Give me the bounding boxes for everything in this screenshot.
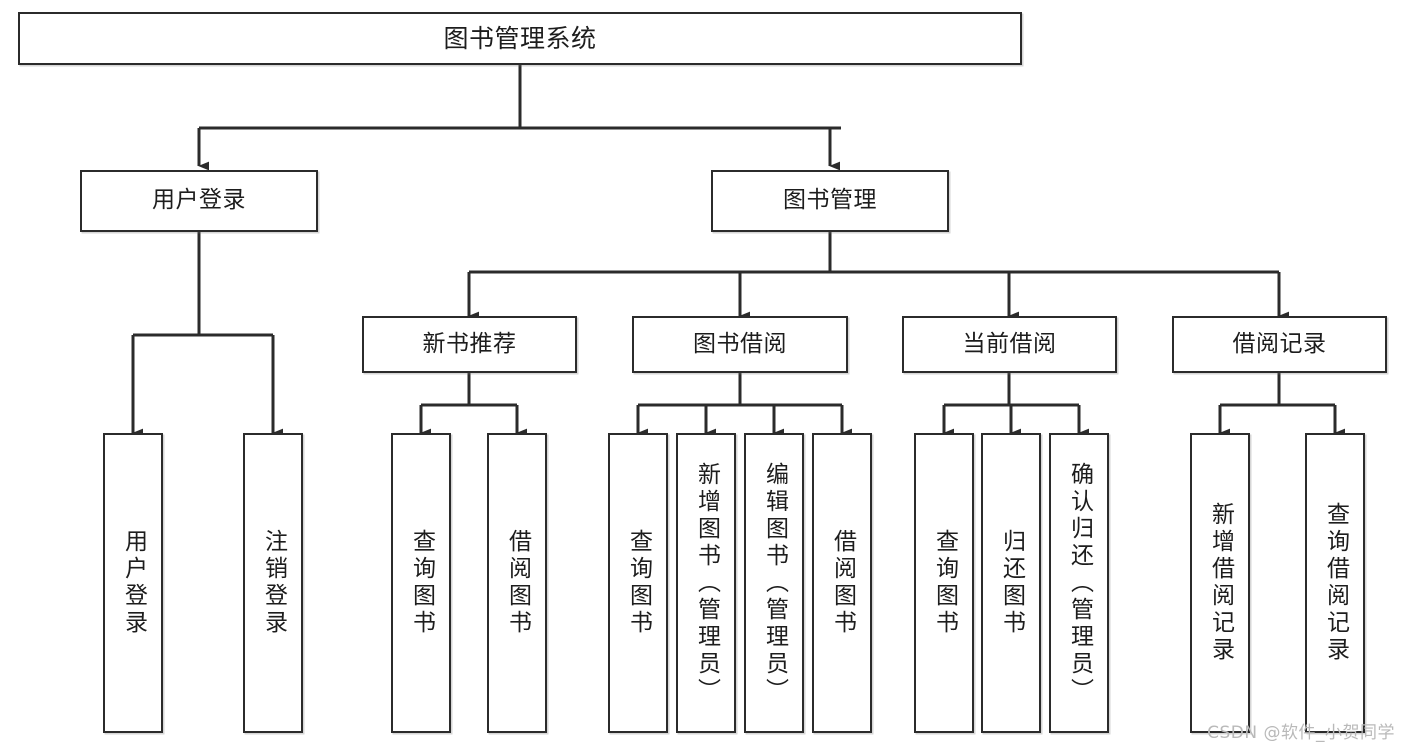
leaf-borrow-record-add[interactable]: 新增借阅记录	[1190, 433, 1250, 733]
leaf-book-borrow-query[interactable]: 查询图书	[608, 433, 668, 733]
leaf-borrow-record-query[interactable]: 查询借阅记录	[1305, 433, 1365, 733]
node-label: 确认归还（管理员）	[1066, 461, 1093, 705]
node-label: 用户登录	[152, 187, 246, 214]
node-label: 注销登录	[260, 529, 287, 637]
leaf-book-borrow-add-admin[interactable]: 新增图书（管理员）	[676, 433, 736, 733]
node-label: 编辑图书（管理员）	[761, 461, 788, 705]
node-label: 查询借阅记录	[1322, 502, 1349, 664]
node-label: 图书管理系统	[443, 23, 597, 53]
node-label: 图书管理	[783, 187, 877, 214]
leaf-new-book-query[interactable]: 查询图书	[391, 433, 451, 733]
node-label: 借阅图书	[829, 529, 856, 637]
node-label: 新增借阅记录	[1207, 502, 1234, 664]
node-new-book-recommend[interactable]: 新书推荐	[362, 316, 577, 373]
node-label: 归还图书	[998, 529, 1025, 637]
node-label: 图书借阅	[693, 330, 787, 357]
node-label: 查询图书	[408, 529, 435, 637]
leaf-current-borrow-return[interactable]: 归还图书	[981, 433, 1041, 733]
leaf-new-book-borrow[interactable]: 借阅图书	[487, 433, 547, 733]
leaf-user-login-logout[interactable]: 注销登录	[243, 433, 303, 733]
node-book-management[interactable]: 图书管理	[711, 170, 949, 232]
node-label: 借阅图书	[504, 529, 531, 637]
node-book-borrow[interactable]: 图书借阅	[632, 316, 848, 373]
node-label: 新书推荐	[422, 330, 517, 357]
leaf-current-borrow-confirm-admin[interactable]: 确认归还（管理员）	[1049, 433, 1109, 733]
leaf-book-borrow-borrow[interactable]: 借阅图书	[812, 433, 872, 733]
node-label: 借阅记录	[1232, 330, 1327, 357]
leaf-current-borrow-query[interactable]: 查询图书	[914, 433, 974, 733]
node-current-borrow[interactable]: 当前借阅	[902, 316, 1117, 373]
node-label: 用户登录	[120, 529, 147, 637]
node-borrow-record[interactable]: 借阅记录	[1172, 316, 1387, 373]
csdn-watermark: CSDN @软件_小贺同学	[1207, 723, 1395, 743]
leaf-book-borrow-edit-admin[interactable]: 编辑图书（管理员）	[744, 433, 804, 733]
node-root-system[interactable]: 图书管理系统	[18, 12, 1022, 65]
node-label: 查询图书	[625, 529, 652, 637]
node-label: 查询图书	[931, 529, 958, 637]
leaf-user-login-login[interactable]: 用户登录	[103, 433, 163, 733]
node-label: 当前借阅	[962, 330, 1057, 357]
node-label: 新增图书（管理员）	[693, 461, 720, 705]
node-user-login[interactable]: 用户登录	[80, 170, 318, 232]
